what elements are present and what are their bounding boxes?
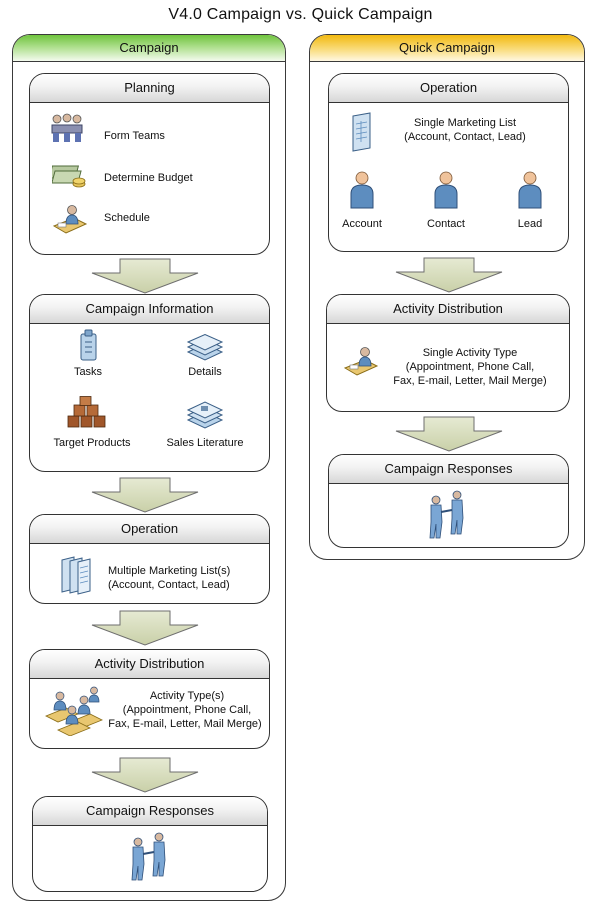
- multiple-marketing-lists-label: Multiple Marketing List(s): [108, 565, 231, 577]
- planning-title: Planning: [30, 74, 269, 103]
- campaign-responses-panel: Campaign Responses: [32, 796, 268, 892]
- activity-types-label: Activity Type(s): [149, 690, 225, 702]
- marketing-lists-icon: [61, 556, 91, 595]
- single-activity-icon: [343, 347, 379, 376]
- schedule-icon: [52, 205, 88, 234]
- tasks-icon: [80, 329, 97, 361]
- lead-label: Lead: [517, 218, 543, 230]
- account-person-icon: [350, 171, 374, 209]
- quick-operation-title: Operation: [329, 74, 568, 103]
- target-products-label: Target Products: [53, 437, 131, 449]
- team-icon: [51, 113, 83, 142]
- handshake-icon: [429, 490, 464, 539]
- details-label: Details: [188, 366, 222, 378]
- campaign-information-panel: Campaign Information: [29, 294, 270, 472]
- campaign-responses-title: Campaign Responses: [33, 797, 267, 826]
- flow-arrow: [91, 477, 199, 513]
- diagram-title: V4.0 Campaign vs. Quick Campaign: [168, 6, 433, 23]
- single-marketing-list-label: Single Marketing List: [413, 117, 517, 129]
- target-products-icon: [67, 396, 106, 428]
- lead-person-icon: [518, 171, 542, 209]
- quick-campaign-responses-panel: Campaign Responses: [328, 454, 569, 548]
- campaign-information-title: Campaign Information: [30, 295, 269, 324]
- quick-campaign-responses-title: Campaign Responses: [329, 455, 568, 484]
- schedule-label: Schedule: [104, 212, 150, 224]
- activity-distribution-title: Activity Distribution: [30, 650, 269, 679]
- tasks-label: Tasks: [73, 366, 103, 378]
- flow-arrow: [91, 258, 199, 294]
- campaign-header: Campaign: [13, 35, 285, 62]
- single-activity-types-list-2: Fax, E-mail, Letter, Mail Merge): [393, 375, 547, 387]
- single-activity-types-list-1: (Appointment, Phone Call,: [405, 361, 535, 373]
- form-teams-label: Form Teams: [104, 130, 165, 142]
- handshake-icon: [131, 832, 166, 881]
- flow-arrow: [91, 610, 199, 646]
- contact-label: Contact: [427, 218, 465, 230]
- details-icon: [186, 334, 224, 361]
- single-activity-type-label: Single Activity Type: [422, 347, 518, 359]
- operation-title: Operation: [30, 515, 269, 544]
- flow-arrow: [91, 757, 199, 793]
- marketing-list-members-label: (Account, Contact, Lead): [108, 579, 230, 591]
- quick-campaign-header: Quick Campaign: [310, 35, 584, 62]
- activity-types-list-2: Fax, E-mail, Letter, Mail Merge): [108, 718, 262, 730]
- activity-distribution-panel: Activity Distribution: [29, 649, 270, 749]
- quick-operation-panel: Operation: [328, 73, 569, 252]
- contact-person-icon: [434, 171, 458, 209]
- flow-arrow: [395, 257, 503, 293]
- determine-budget-label: Determine Budget: [104, 172, 193, 184]
- account-label: Account: [342, 218, 382, 230]
- quick-activity-distribution-title: Activity Distribution: [327, 295, 569, 324]
- flow-arrow: [395, 416, 503, 452]
- sales-literature-icon: [186, 401, 224, 429]
- budget-icon: [52, 165, 86, 188]
- marketing-list-icon: [352, 112, 371, 152]
- activities-icon: [45, 686, 103, 736]
- single-marketing-list-members: (Account, Contact, Lead): [404, 131, 526, 143]
- activity-types-list-1: (Appointment, Phone Call,: [122, 704, 252, 716]
- sales-literature-label: Sales Literature: [166, 437, 244, 449]
